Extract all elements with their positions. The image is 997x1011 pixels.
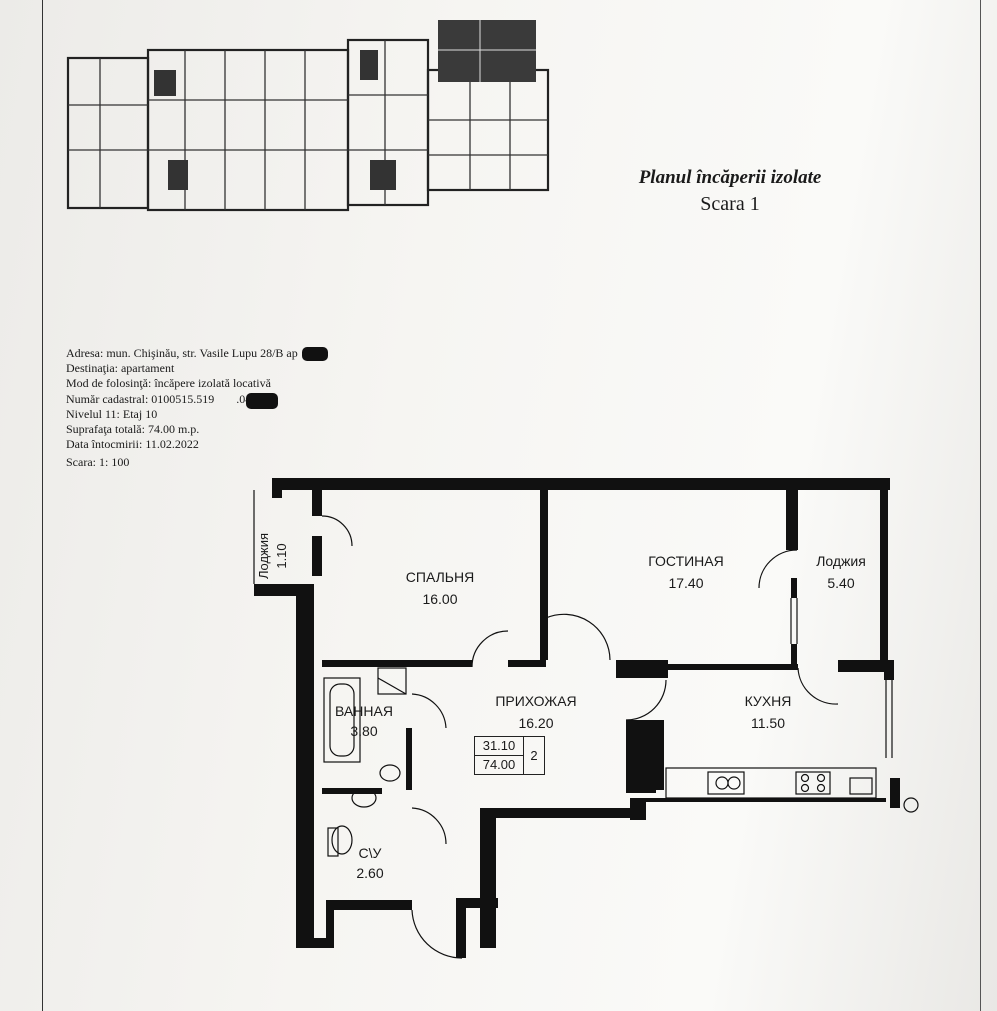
use-mode-line: Mod de folosinţă: încăpere izolată locat… [66,376,271,391]
page-title: Planul încăperii izolate [638,167,822,188]
address-line: Adresa: mun. Chişinău, str. Vasile Lupu … [66,346,298,360]
room-loggia-name: Лоджия [816,553,866,569]
room-small-loggia-name: Лоджия [256,533,271,579]
room-toilet-name: С\У [359,845,382,861]
floor-plan: СПАЛЬНЯ 16.00 ГОСТИНАЯ 17.40 Лоджия 5.40… [253,478,919,959]
property-info-block: Adresa: mun. Chişinău, str. Vasile Lupu … [66,346,298,471]
total-area-line: Suprafaţa totală: 74.00 m.p. [66,422,200,437]
room-living-area: 17.40 [668,575,703,591]
redaction-mark [246,393,278,409]
room-living-name: ГОСТИНАЯ [648,553,724,569]
room-small-loggia-area: 1.10 [274,543,289,568]
living-area-cell: 31.10 [474,736,524,756]
page-border-left [42,0,43,1011]
title-block: Planul încăperii izolate Scara 1 [600,165,860,217]
room-loggia-area: 5.40 [827,575,854,591]
level-line: Nivelul 11: Etaj 10 [66,406,158,421]
building-overview-plan [66,20,550,212]
destination-line: Destinaţia: apartament [66,361,175,376]
room-bathroom-name: ВАННАЯ [335,703,393,719]
room-bathroom-area: 3.80 [350,723,377,739]
total-area-cell: 74.00 [474,755,524,775]
redaction-mark [302,347,328,361]
rooms-count-cell: 2 [523,736,545,775]
room-kitchen-name: КУХНЯ [745,693,792,709]
page-border-right [980,0,981,1011]
room-bedroom-name: СПАЛЬНЯ [406,569,474,585]
room-kitchen-area: 11.50 [751,715,785,731]
room-hallway-area: 16.20 [518,715,553,731]
room-hallway-name: ПРИХОЖАЯ [495,693,576,709]
date-line: Data întocmirii: 11.02.2022 [66,437,199,452]
room-toilet-area: 2.60 [356,865,383,881]
scale-line: Scara: 1: 100 [66,455,130,470]
page-subtitle: Scara 1 [700,193,760,215]
cadastral-number: Număr cadastral: 0100515.519 [66,391,215,406]
room-bedroom-area: 16.00 [422,591,457,607]
